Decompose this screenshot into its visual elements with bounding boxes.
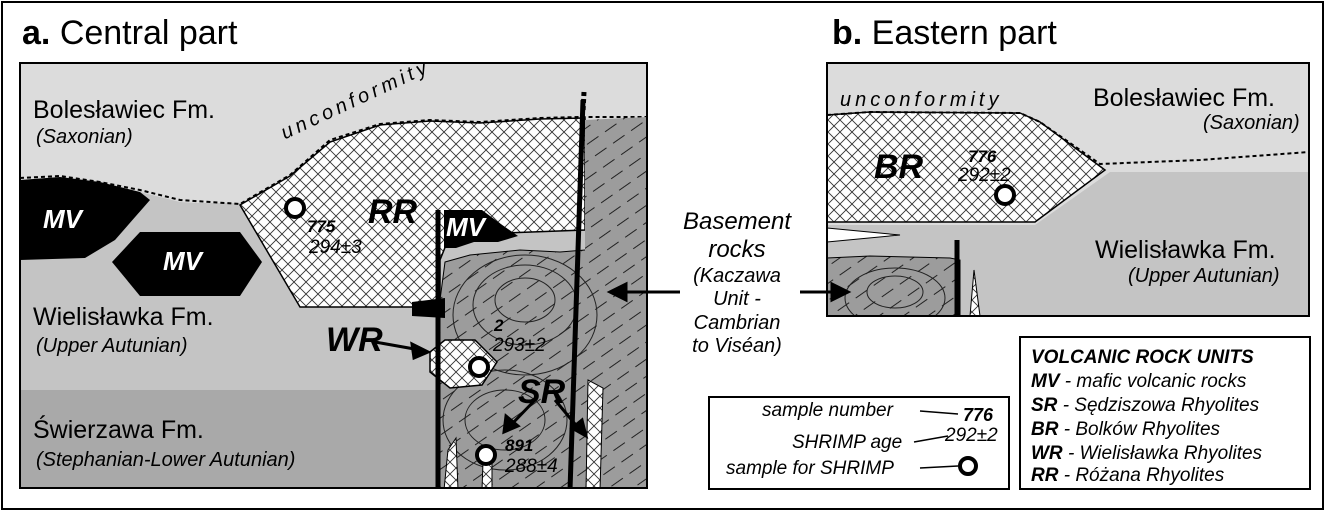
boleslawiec-label-b: Bolesławiec Fm. [1093, 84, 1275, 112]
unconformity-label-b: unconformity [840, 89, 1003, 111]
panel-b-letter: b. [832, 14, 863, 52]
legend-item-wr: WR - Wielisławka Rhyolites [1031, 444, 1262, 463]
swierzawa-age: (Stephanian-Lower Autunian) [36, 449, 296, 471]
sample-circle-775 [284, 197, 306, 219]
arrows-a [374, 340, 589, 440]
unit-mv-3: MV [446, 212, 485, 242]
unconformity-surface-a [20, 116, 647, 206]
wielislawka-label-a: Wielisławka Fm. [33, 303, 214, 331]
basement-title: Basement rocks [682, 208, 792, 264]
sample-number-2: 2 [494, 316, 504, 335]
legend-code-br: BR [1031, 419, 1059, 440]
sample-circle-776 [994, 184, 1016, 206]
basement-arrows [606, 281, 852, 303]
legend-item-rr: RR - Różana Rhyolites [1031, 466, 1224, 485]
basement-block-b [827, 255, 961, 316]
panel-b-title: b. Eastern part [832, 16, 1057, 50]
panel-a-frame [19, 62, 648, 489]
unit-wr: WR [326, 321, 383, 359]
boleslawiec-age-a: (Saxonian) [36, 126, 133, 148]
basement-line-1: (Kaczawa [693, 264, 781, 287]
sample-age-891: 288±4 [505, 456, 558, 477]
swierzawa-label: Świerzawa Fm. [33, 416, 204, 444]
unit-br: BR [874, 148, 924, 186]
wielislawka-label-b: Wielisławka Fm. [1095, 236, 1276, 264]
legend-item-br: BR - Bolków Rhyolites [1031, 420, 1220, 439]
sedziszowa-dike-2 [443, 436, 459, 488]
mafic-body-1 [20, 177, 150, 260]
sample-age-775: 294±3 [309, 237, 362, 258]
mafic-body-2 [112, 232, 262, 296]
panel-a-letter: a. [22, 14, 51, 52]
panel-b-section [827, 63, 1309, 316]
boleslawiec-label-a: Bolesławiec Fm. [33, 96, 215, 124]
basement-line-3: Cambrian [693, 311, 781, 334]
sedziszowa-dike-1 [585, 379, 604, 488]
legend-code-rr: RR [1031, 465, 1059, 486]
legend-sample-number-value: 776 [963, 405, 994, 425]
legend-sample-number-label: sample number [762, 400, 893, 421]
sample-age-2: 293±2 [493, 335, 546, 356]
sample-age-776: 292±2 [958, 165, 1011, 186]
boleslawiec-age-b: (Saxonian) [1203, 112, 1300, 134]
panel-b-frame [826, 62, 1310, 317]
basement-line-2: Unit - [713, 288, 761, 311]
basement-label: Basement rocks (Kaczawa Unit - Cambrian … [662, 208, 812, 359]
fold-lines-a [442, 254, 598, 471]
sample-circle-891 [475, 444, 497, 466]
unit-sr: SR [518, 373, 566, 411]
unit-mv-1: MV [43, 204, 82, 234]
legend-name-br: - Bolków Rhyolites [1063, 419, 1221, 440]
panel-a-section [20, 63, 647, 488]
legend-name-sr: - Sędziszowa Rhyolites [1062, 395, 1260, 416]
panel-a-title: a. Central part [22, 16, 237, 50]
legend-code-wr: WR [1031, 443, 1063, 464]
bolkow-rhyolite-body [827, 111, 1107, 223]
legend-item-mv: MV - mafic volcanic rocks [1031, 372, 1246, 391]
sample-circle-2 [468, 356, 490, 378]
legend-item-sr: SR - Sędziszowa Rhyolites [1031, 396, 1259, 415]
legend-age-label: SHRIMP age [792, 432, 903, 453]
wielislawka-age-b: (Upper Autunian) [1128, 265, 1280, 287]
basement-line-4: to Viséan) [692, 335, 782, 358]
units-legend-title: VOLCANIC ROCK UNITS [1031, 347, 1254, 368]
sample-number-775: 775 [307, 217, 336, 236]
legend-name-wr: - Wielisławka Rhyolites [1067, 443, 1263, 464]
panel-b-title-text: Eastern part [871, 14, 1057, 52]
wielislawka-age-a: (Upper Autunian) [36, 335, 188, 357]
sample-number-891: 891 [505, 436, 534, 455]
dike-b [969, 269, 981, 316]
sample-number-776: 776 [968, 147, 997, 166]
legend-code-mv: MV [1031, 371, 1060, 392]
fault-line-2 [567, 99, 586, 488]
legend-name-mv: - mafic volcanic rocks [1064, 371, 1247, 392]
unconformity-surface-b [827, 110, 1309, 166]
fault-line-2-dashed [580, 91, 587, 113]
legend-sample-circle [958, 456, 978, 476]
panel-a-title-text: Central part [59, 14, 238, 52]
unit-rr: RR [368, 193, 418, 231]
units-legend-box: VOLCANIC ROCK UNITS MV - mafic volcanic … [1019, 336, 1311, 490]
legend-code-sr: SR [1031, 395, 1058, 416]
legend-sample-label: sample for SHRIMP [726, 458, 894, 479]
legend-age-value: 292±2 [945, 425, 998, 446]
sample-legend-box [708, 396, 1010, 490]
mafic-body-3 [444, 210, 518, 248]
unit-mv-2: MV [163, 246, 202, 276]
mafic-wedge-b [827, 227, 901, 243]
legend-name-rr: - Różana Rhyolites [1063, 465, 1225, 486]
